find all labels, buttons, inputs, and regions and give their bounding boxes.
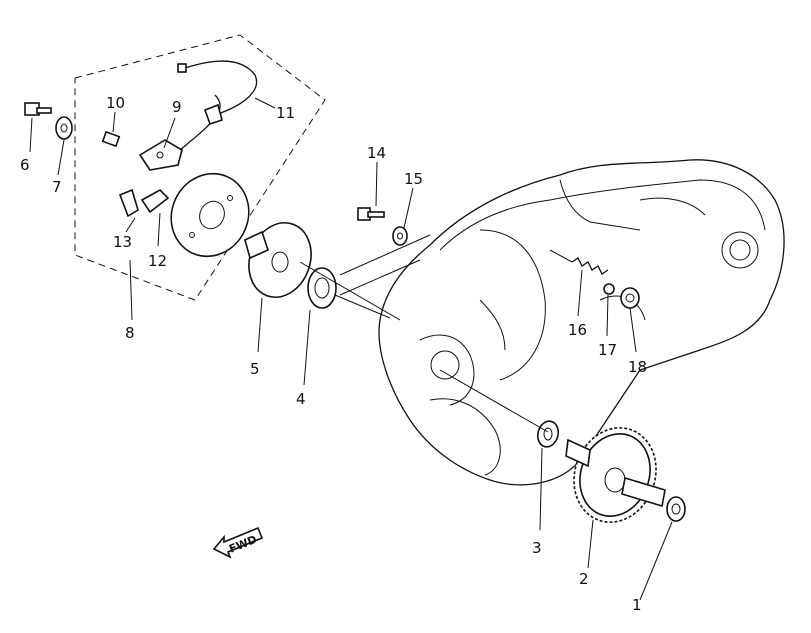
stator-plate — [170, 172, 250, 258]
spring — [571, 257, 609, 275]
assembly-guide-lines — [299, 234, 573, 433]
callout-10: 10 — [106, 94, 125, 112]
callout-12: 12 — [148, 252, 167, 270]
assembly-group-outline — [74, 34, 326, 301]
callout-1: 1 — [632, 596, 642, 614]
callout-15: 15 — [404, 170, 423, 188]
callout-8: 8 — [125, 324, 135, 342]
oil-seal — [307, 267, 337, 309]
washer-15 — [392, 226, 408, 246]
washer-1 — [666, 496, 686, 522]
screw-10 — [101, 130, 121, 148]
plug — [620, 287, 640, 309]
leader-lines — [29, 97, 673, 601]
callout-5: 5 — [250, 360, 260, 378]
callout-13: 13 — [113, 233, 132, 251]
callout-18: 18 — [628, 358, 647, 376]
callout-9: 9 — [172, 98, 182, 116]
bracket-13 — [118, 188, 139, 218]
callout-3: 3 — [532, 539, 542, 557]
callout-7: 7 — [52, 178, 62, 196]
callout-2: 2 — [579, 570, 589, 588]
forward-direction-marker: FWD — [212, 526, 264, 559]
ball — [603, 283, 615, 295]
wire-harness — [177, 60, 258, 126]
bolt-14 — [357, 207, 385, 221]
washer-7 — [55, 116, 73, 140]
crankcase-cover — [378, 159, 785, 486]
callout-4: 4 — [296, 390, 306, 408]
callout-11: 11 — [276, 104, 295, 122]
bracket-12 — [140, 189, 170, 214]
gear — [565, 427, 666, 523]
rotor — [244, 222, 312, 298]
callout-14: 14 — [367, 144, 386, 162]
bolt-6 — [24, 102, 52, 116]
callout-16: 16 — [568, 321, 587, 339]
callout-17: 17 — [598, 341, 617, 359]
fwd-label: FWD — [227, 533, 259, 556]
washer-3 — [536, 420, 560, 448]
callout-6: 6 — [20, 156, 30, 174]
